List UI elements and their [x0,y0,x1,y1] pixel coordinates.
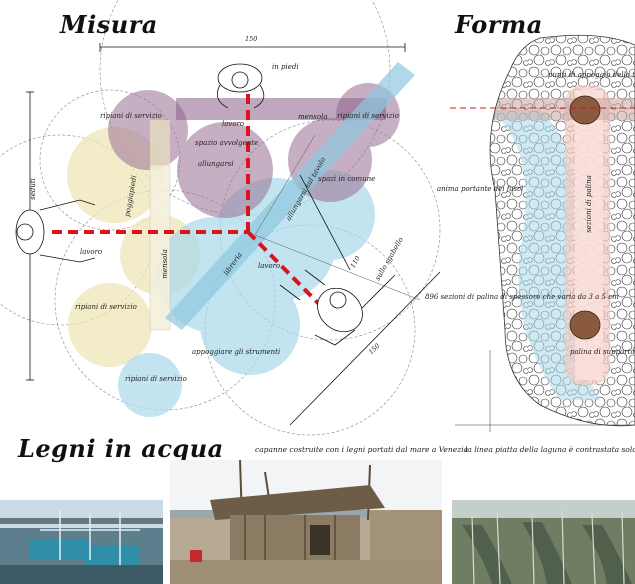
legni-title: Legni in acqua [18,434,224,463]
label-allungarsi: allungarsi [198,160,234,168]
dim-top: 150 [245,35,258,43]
forma-label-bottom: palina di supporto [570,348,635,356]
misura-title: Misura [60,10,158,39]
label-lavoro-1: lavoro [222,120,245,128]
photo-lagoon [452,500,635,584]
photo-hut [170,460,442,584]
forma-label-anima: anima portante dei fasci [437,185,524,193]
label-appoggiare: appoggiare gli strumenti [192,348,281,356]
label-mensola-1: mensola [298,113,328,121]
forma-label-sezioni: 896 sezioni di palina di spessore che va… [425,293,619,301]
label-ripiani-4: ripiani di servizio [125,375,187,383]
forma-label-top: punti di appoggio della tavola [548,71,635,79]
label-ripiani-1: ripiani di servizio [100,112,162,120]
label-spazio-avvolgente: spazio avvolgente [195,139,259,147]
label-in-piedi: in piedi [272,63,299,71]
label-lavoro-2: lavoro [80,248,103,256]
caption-photo3: la linea piatta della laguna è contrasta… [465,445,635,454]
forma-title: Forma [455,10,543,39]
label-ripiani-3: ripiani di servizio [75,303,137,311]
forma-label-vertical: sezioni di palina [584,175,593,233]
label-spazi-comune: spazi in comune [318,175,376,183]
label-ripiani-2: ripiani di servizio [337,112,399,120]
label-lavoro-3: lavoro [258,262,281,270]
caption-photo2: capanne costruite con i legni portati da… [255,445,468,454]
photo-harbor [0,500,163,584]
